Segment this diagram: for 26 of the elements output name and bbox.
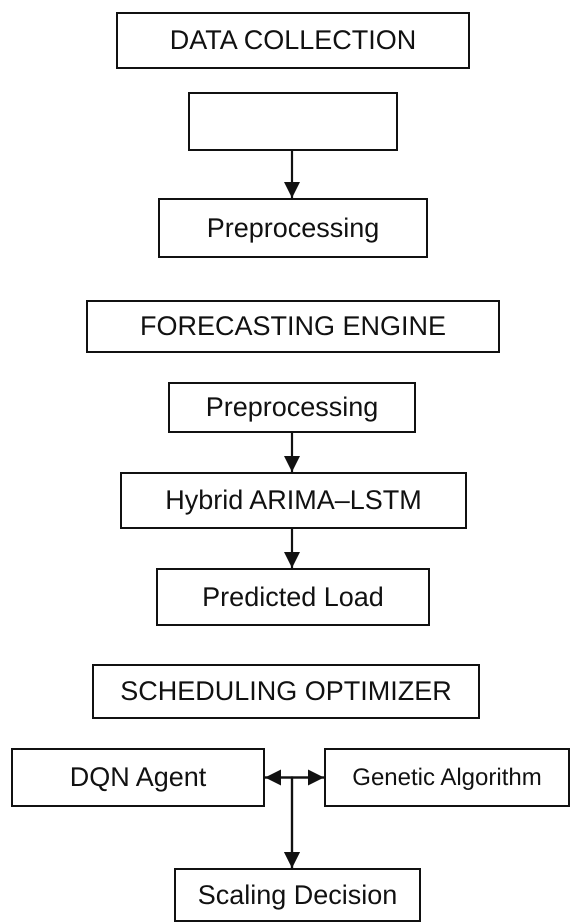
box-label: Predicted Load (202, 582, 384, 612)
process-box (168, 382, 416, 433)
arrow (284, 151, 300, 198)
box-label: Preprocessing (206, 212, 380, 244)
box-label: SCHEDULING OPTIMIZER (120, 676, 452, 707)
process-box (158, 198, 428, 258)
process-box (156, 568, 430, 626)
box-label: DQN Agent (70, 762, 206, 793)
box-label: DATA COLLECTION (170, 25, 416, 56)
arrow (284, 529, 300, 568)
arrow (284, 433, 300, 472)
arrow (284, 776, 324, 868)
arrow (265, 770, 324, 786)
empty-box (188, 92, 398, 151)
process-box (11, 748, 265, 807)
box-label: Scaling Decision (198, 880, 398, 910)
box-label: FORECASTING ENGINE (140, 311, 446, 342)
box-label: Hybrid ARIMA–LSTM (165, 485, 422, 516)
section-header-box (92, 664, 480, 719)
process-box (174, 868, 421, 922)
box-label: Preprocessing (206, 392, 378, 423)
process-box (120, 472, 467, 529)
section-header-box (86, 300, 500, 353)
process-box (324, 748, 570, 807)
box-label: Genetic Algorithm (352, 764, 542, 792)
section-header-box (116, 12, 470, 69)
